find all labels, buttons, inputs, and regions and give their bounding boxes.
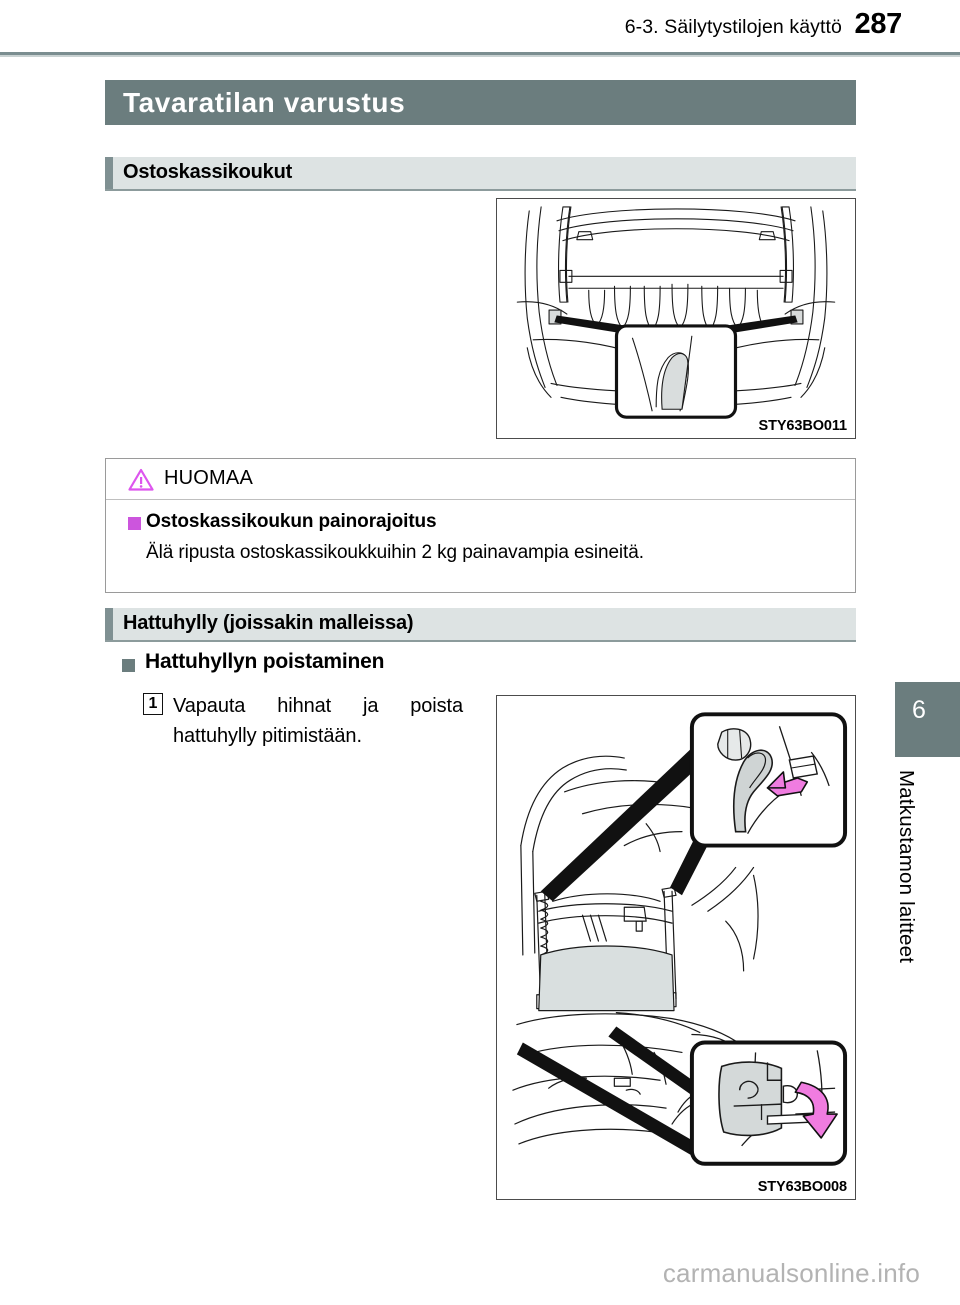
figure-parcel-shelf: STY63BO008: [496, 695, 856, 1200]
page-header: 6-3. Säilytystilojen käyttö 287: [0, 0, 960, 57]
chapter-tab-label: Matkustamon laitteet: [895, 770, 918, 964]
header-rule: [0, 52, 960, 55]
header-rule-shadow: [0, 55, 960, 57]
section-accent-bar: [105, 157, 113, 189]
watermark: carmanualsonline.info: [662, 1258, 920, 1288]
chapter-tab-box: 6: [895, 682, 960, 757]
parcel-shelf-removal-illustration: [512, 712, 848, 1166]
figure-shopping-bag-hooks: STY63BO011: [496, 198, 856, 439]
notice-bullet-square: [128, 517, 141, 530]
step-text: Vapauta hihnat ja poista hattuhylly piti…: [173, 695, 463, 747]
notice-body: Älä ripusta ostoskassikoukkuihin 2 kg pa…: [146, 542, 644, 563]
page-number: 287: [854, 8, 903, 40]
notice-header: HUOMAA: [106, 459, 855, 500]
chapter-tab-number: 6: [912, 696, 926, 724]
step-number-badge: 1: [143, 693, 163, 715]
section-title: Ostoskassikoukut: [123, 161, 293, 183]
subsection-bullet-square: [122, 659, 135, 672]
chapter-title-bar: Tavaratilan varustus: [105, 80, 856, 125]
notice-subtitle: Ostoskassikoukun painorajoitus: [146, 511, 437, 532]
cargo-area-hooks-illustration: [516, 206, 836, 419]
header-section-reference: 6-3. Säilytystilojen käyttö: [624, 16, 842, 38]
figure-caption: STY63BO008: [757, 1179, 847, 1195]
warning-triangle-icon: [128, 468, 154, 491]
figure-caption: STY63BO011: [758, 418, 848, 434]
subsection-title: Hattuhyllyn poistaminen: [145, 650, 385, 673]
notice-box: HUOMAA Ostoskassikoukun painorajoitus Äl…: [105, 458, 856, 593]
section-title: Hattuhylly (joissakin malleissa): [123, 612, 414, 634]
notice-heading: HUOMAA: [164, 467, 253, 489]
page-title: Tavaratilan varustus: [123, 87, 406, 118]
section-header-shopping-bag-hooks: Ostoskassikoukut: [105, 157, 856, 191]
section-accent-bar: [105, 608, 113, 640]
section-header-parcel-shelf: Hattuhylly (joissakin malleissa): [105, 608, 856, 642]
